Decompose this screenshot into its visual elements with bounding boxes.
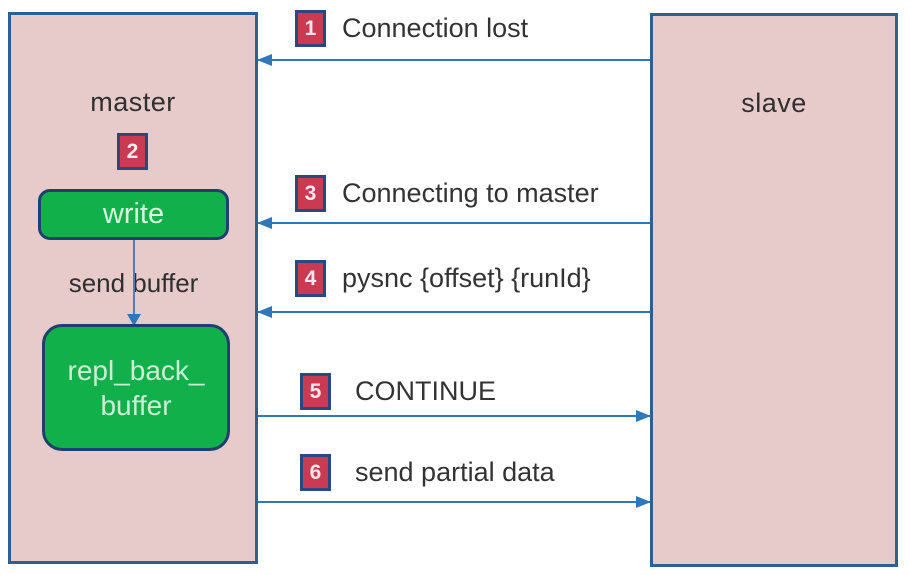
message-label: Connecting to master [342,178,599,208]
arrow-psync-offset-runid [257,306,650,318]
arrowhead-left-icon [257,54,272,66]
slave-node: slave [650,13,898,567]
message-label: CONTINUE [355,376,496,406]
message-row: 4 pysnc {offset} {runId} [295,260,591,297]
arrowhead-left-icon [257,217,272,229]
message-label: Connection lost [342,13,529,43]
master-node: master 2 write send buffer repl_back_ bu… [8,12,258,564]
arrow-continue [258,410,651,422]
write-box: write [38,189,229,240]
repl-backlog-buffer-label: repl_back_ buffer [67,354,205,421]
message-label: pysnc {offset} {runId} [342,263,591,293]
step-4-badge: 4 [295,260,326,297]
message-row: 1 Connection lost [295,10,528,47]
arrow-connecting-to-master [257,217,650,229]
step-5-badge: 5 [300,373,331,410]
step-6-badge: 6 [300,454,331,491]
step-1-badge: 1 [295,10,326,47]
message-label: send partial data [355,457,555,487]
master-label: master [90,87,176,117]
message-row: 3 Connecting to master [295,175,599,212]
step-2-badge: 2 [117,133,148,170]
message-row: 6 send partial data [300,454,555,491]
message-row: 5 CONTINUE [300,373,496,410]
arrowhead-right-icon [636,410,651,422]
arrowhead-left-icon [257,306,272,318]
slave-label: slave [741,88,807,118]
arrow-send-partial-data [258,496,651,508]
write-box-label: write [102,198,165,230]
repl-backlog-buffer-box: repl_back_ buffer [42,324,230,451]
arrow-connection-lost [257,54,650,66]
step-3-badge: 3 [295,175,326,212]
write-to-buffer-arrowhead-icon [127,314,141,326]
arrowhead-right-icon [636,496,651,508]
write-to-buffer-arrow-line [133,240,135,316]
